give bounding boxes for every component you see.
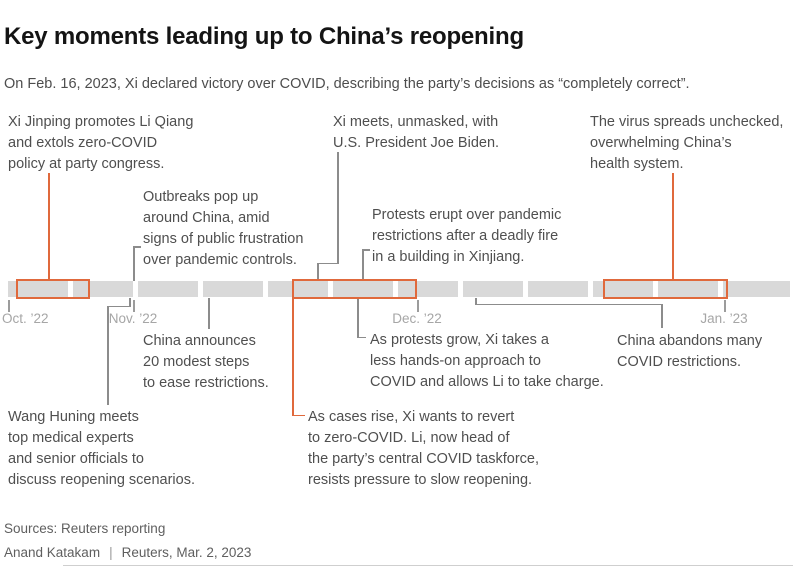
leader-line-wang-v1 [129, 298, 131, 307]
annotation-outbreaks: Outbreaks pop up around China, amid sign… [143, 189, 304, 268]
timeline-segment [658, 281, 718, 297]
annotation-modest-steps: China announces 20 modest steps to ease … [143, 333, 269, 391]
timeline-segment [593, 281, 653, 297]
annotation-wang-huning: Wang Huning meets top medical experts an… [8, 409, 195, 488]
month-tick [8, 300, 10, 312]
leader-line-protests-erupt-v [362, 249, 364, 281]
leader-line-cases-rise-h [292, 414, 305, 416]
annotation-protests-erupt: Protests erupt over pandemic restriction… [372, 207, 562, 265]
month-label: Oct. ’22 [2, 311, 49, 326]
leader-line-xi-promotes [48, 173, 50, 281]
leader-line-xi-biden-h [317, 262, 338, 264]
byline-separator: | [109, 545, 113, 560]
timeline-segment [203, 281, 263, 297]
timeline-bar [0, 278, 800, 299]
page-title: Key moments leading up to China’s reopen… [4, 23, 524, 51]
bottom-rule [63, 565, 793, 566]
leader-line-cases-rise-v [292, 299, 294, 416]
month-label: Nov. ’22 [108, 311, 158, 326]
leader-line-wang-v2 [107, 305, 109, 405]
leader-line-protests-erupt-h [362, 249, 370, 251]
timeline-segment [8, 281, 68, 297]
byline-credit: Reuters, Mar. 2, 2023 [121, 545, 252, 560]
leader-line-virus-spreads [672, 173, 674, 281]
leader-line-outbreaks-v [133, 246, 135, 281]
leader-line-xi-biden-v1 [337, 152, 339, 264]
timeline-highlight-box [16, 278, 90, 299]
byline-author: Anand Katakam [4, 545, 101, 560]
timeline-segment [268, 281, 328, 297]
timeline-segment [528, 281, 588, 297]
sources-note: Sources: Reuters reporting [4, 521, 166, 536]
annotation-xi-biden: Xi meets, unmasked, with U.S. President … [333, 114, 500, 151]
month-tick [724, 300, 726, 312]
timeline-segment [138, 281, 198, 297]
leader-line-protests-grow-v [357, 298, 359, 338]
timeline-segment [463, 281, 523, 297]
month-tick [417, 300, 419, 312]
leader-line-xi-biden-v2 [317, 262, 319, 281]
leader-line-abandons-h [475, 303, 662, 305]
annotation-virus-spreads: The virus spreads unchecked, overwhelmin… [590, 114, 784, 172]
leader-line-abandons-v2 [661, 303, 663, 328]
timeline-segment [723, 281, 790, 297]
month-label: Jan. ’23 [700, 311, 748, 326]
leader-line-wang-h [107, 305, 131, 307]
byline: Anand Katakam | Reuters, Mar. 2, 2023 [4, 545, 251, 560]
month-tick [133, 300, 135, 312]
timeline-highlight-box [292, 278, 417, 299]
annotation-protests-grow: As protests grow, Xi takes a less hands-… [370, 332, 604, 390]
subtitle: On Feb. 16, 2023, Xi declared victory ov… [4, 75, 690, 92]
timeline-segment [333, 281, 393, 297]
annotation-cases-rise: As cases rise, Xi wants to revert to zer… [308, 409, 540, 488]
annotation-abandons: China abandons many COVID restrictions. [617, 333, 763, 370]
leader-line-outbreaks-h [133, 246, 141, 248]
annotation-xi-promotes: Xi Jinping promotes Li Qiang and extols … [8, 114, 194, 172]
timeline-highlight-box [603, 278, 728, 299]
timeline-segment [398, 281, 458, 297]
leader-line-abandons-v1 [475, 298, 477, 305]
leader-line-modest-steps [208, 298, 210, 329]
month-label: Dec. ’22 [392, 311, 442, 326]
leader-line-protests-grow-h [357, 336, 366, 338]
